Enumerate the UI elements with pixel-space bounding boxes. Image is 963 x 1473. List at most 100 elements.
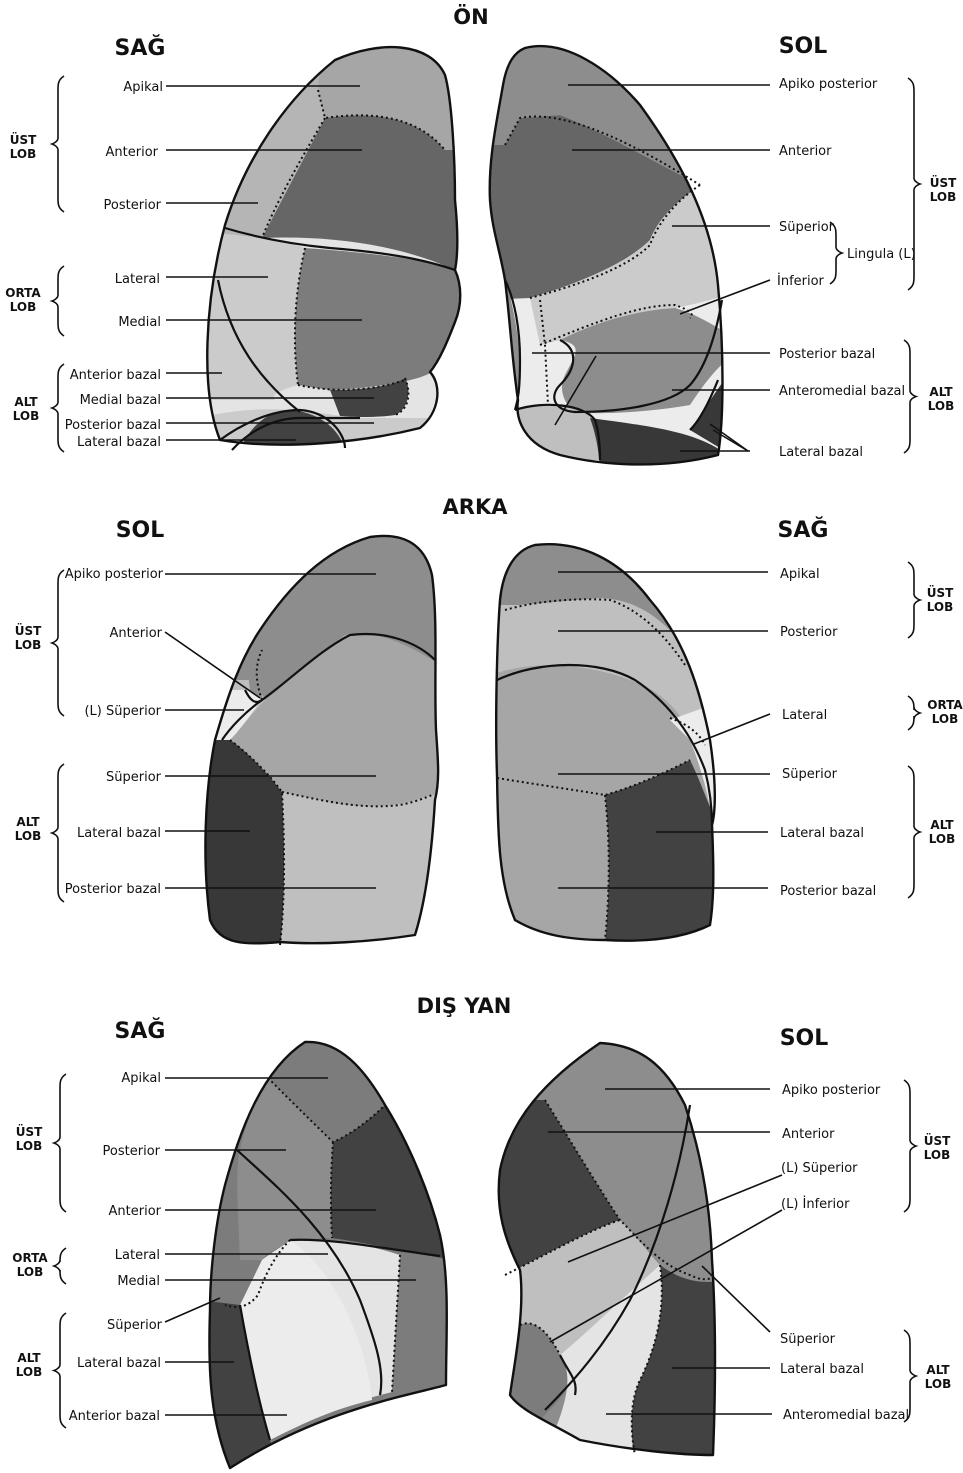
back-left-lung-label-0: Apiko posterior [65, 567, 164, 582]
lateral-left-lung-label-2: (L) Süperior [781, 1161, 858, 1176]
bracket-back-right-orta [908, 696, 920, 730]
labels-layer: ApikalAnteriorPosteriorLateralMedialAnte… [5, 76, 963, 1428]
side-label-back-right: SAĞ [778, 517, 829, 543]
lateral-left-lung [490, 1035, 725, 1465]
bracket-front-right-alt [904, 340, 916, 453]
lat-left-lob-orta-line1: ORTA [12, 1251, 48, 1265]
front-right-lob-alt-line1: ALT [929, 385, 953, 399]
lingula-label: Lingula (L) [847, 247, 916, 262]
seg-posterior-bazal [490, 780, 609, 945]
back-right-lob-ust-line2: LOB [927, 600, 954, 614]
side-label-lateral-right: SOL [780, 1026, 829, 1051]
bracket-lat-left-ust [54, 1074, 66, 1212]
back-left-lob-ust-line1: ÜST [15, 623, 42, 638]
lateral-right-lung-label-6: Lateral bazal [77, 1356, 161, 1371]
front-left-lung-label-0: Apiko posterior [779, 77, 878, 92]
front-left-lung-label-5: Anteromedial bazal [779, 384, 905, 399]
lat-right-lob-alt-line1: ALT [926, 1363, 950, 1377]
lat-left-lob-orta-line2: LOB [17, 1265, 44, 1279]
lateral-left-lung-label-5: Lateral bazal [780, 1362, 864, 1377]
lat-right-lob-alt-line2: LOB [925, 1377, 952, 1391]
back-left-lung-label-2: (L) Süperior [84, 704, 161, 719]
front-right-lob-ust-line1: ÜST [930, 175, 957, 190]
back-right-lob-alt-line1: ALT [930, 818, 954, 832]
lateral-left-lung-label-1: Anterior [782, 1127, 835, 1142]
front-right-lung-label-3: Lateral [115, 272, 160, 287]
front-right-lung-label-5: Anterior bazal [70, 368, 161, 383]
lateral-right-lung-label-5: Süperior [107, 1318, 163, 1333]
front-right-lung-label-8: Lateral bazal [77, 435, 161, 450]
front-left-lob-alt-line2: LOB [13, 409, 40, 423]
lat-right-lob-ust-line1: ÜST [924, 1133, 951, 1148]
lateral-right-lung-label-1: Posterior [103, 1144, 161, 1159]
front-left-lung-label-6: Lateral bazal [779, 445, 863, 460]
back-left-lung-label-4: Lateral bazal [77, 826, 161, 841]
lat-left-lob-alt-line2: LOB [16, 1365, 43, 1379]
back-right-lung-label-2: Lateral [782, 708, 827, 723]
lat-left-lob-ust-line2: LOB [16, 1139, 43, 1153]
back-right-lob-orta-line1: ORTA [927, 698, 963, 712]
lateral-left-lung-label-3: (L) İnferior [781, 1196, 850, 1212]
front-left-lung [480, 30, 740, 480]
back-right-lung-label-3: Süperior [782, 767, 838, 782]
back-right-lung-label-0: Apikal [780, 567, 820, 582]
back-left-lob-ust-line2: LOB [15, 638, 42, 652]
lateral-right-lung-label-0: Apikal [121, 1071, 161, 1086]
front-left-lob-ust-line1: ÜST [10, 132, 37, 147]
section-title-lateral: DIŞ YAN [417, 994, 512, 1018]
back-right-lung [490, 535, 725, 945]
bracket-back-right-ust [908, 562, 920, 638]
front-right-lung-label-1: Anterior [106, 145, 159, 160]
front-right-lung-label-7: Posterior bazal [65, 418, 161, 433]
back-right-lob-orta-line2: LOB [932, 712, 959, 726]
lateral-left-lung-label-4: Süperior [780, 1332, 836, 1347]
front-right-lung-label-2: Posterior [104, 198, 162, 213]
bracket-lat-left-orta [54, 1248, 66, 1284]
back-left-lob-alt-line1: ALT [16, 815, 40, 829]
front-left-lob-orta-line1: ORTA [5, 286, 41, 300]
back-left-lung-label-3: Süperior [106, 770, 162, 785]
bracket-lat-right-ust [904, 1080, 916, 1212]
bracket-front-left-orta [52, 266, 64, 336]
front-right-lung-label-0: Apikal [123, 80, 163, 95]
front-left-lung-label-3: İnferior [777, 273, 825, 289]
front-left-lung-label-4: Posterior bazal [779, 347, 875, 362]
bracket-back-right-alt [908, 766, 920, 898]
back-left-lob-alt-line2: LOB [15, 829, 42, 843]
back-left-lung-label-1: Anterior [110, 626, 163, 641]
front-right-lung-label-6: Medial bazal [80, 393, 161, 408]
bracket-front-left-alt [52, 364, 64, 452]
seg-posterior-bazal-lower [480, 405, 600, 460]
back-right-lung-label-5: Posterior bazal [780, 884, 876, 899]
front-left-lung-label-2: Süperior [779, 220, 835, 235]
bracket-back-left-alt [52, 764, 64, 902]
lateral-left-lung-label-6: Anteromedial bazal [783, 1408, 909, 1423]
lateral-right-lung-label-7: Anterior bazal [69, 1409, 160, 1424]
bracket-back-left-ust [52, 570, 64, 716]
front-left-lob-ust-line2: LOB [10, 147, 37, 161]
front-right-lung [190, 30, 480, 460]
side-label-front-right: SOL [779, 34, 828, 59]
lat-left-lob-alt-line1: ALT [17, 1351, 41, 1365]
section-title-front: ÖN [453, 4, 488, 29]
back-left-lung-label-5: Posterior bazal [65, 882, 161, 897]
front-left-lob-orta-line2: LOB [10, 300, 37, 314]
back-right-lob-alt-line2: LOB [929, 832, 956, 846]
back-right-lung-label-4: Lateral bazal [780, 826, 864, 841]
side-label-front-left: SAĞ [115, 35, 166, 61]
back-right-lob-ust-line1: ÜST [927, 585, 954, 600]
front-right-lung-label-4: Medial [118, 315, 161, 330]
front-right-lob-alt-line2: LOB [928, 399, 955, 413]
front-left-lung-label-1: Anterior [779, 144, 832, 159]
back-left-lung [200, 530, 450, 950]
section-title-back: ARKA [443, 495, 509, 519]
lateral-left-lung-label-0: Apiko posterior [782, 1083, 881, 1098]
lat-left-lob-ust-line1: ÜST [16, 1124, 43, 1139]
bracket-front-left-ust [52, 76, 64, 212]
back-right-lung-label-1: Posterior [780, 625, 838, 640]
lat-right-lob-ust-line2: LOB [924, 1148, 951, 1162]
side-label-lateral-left: SAĞ [115, 1018, 166, 1044]
front-right-lob-ust-line2: LOB [930, 190, 957, 204]
front-left-lob-alt-line1: ALT [14, 395, 38, 409]
